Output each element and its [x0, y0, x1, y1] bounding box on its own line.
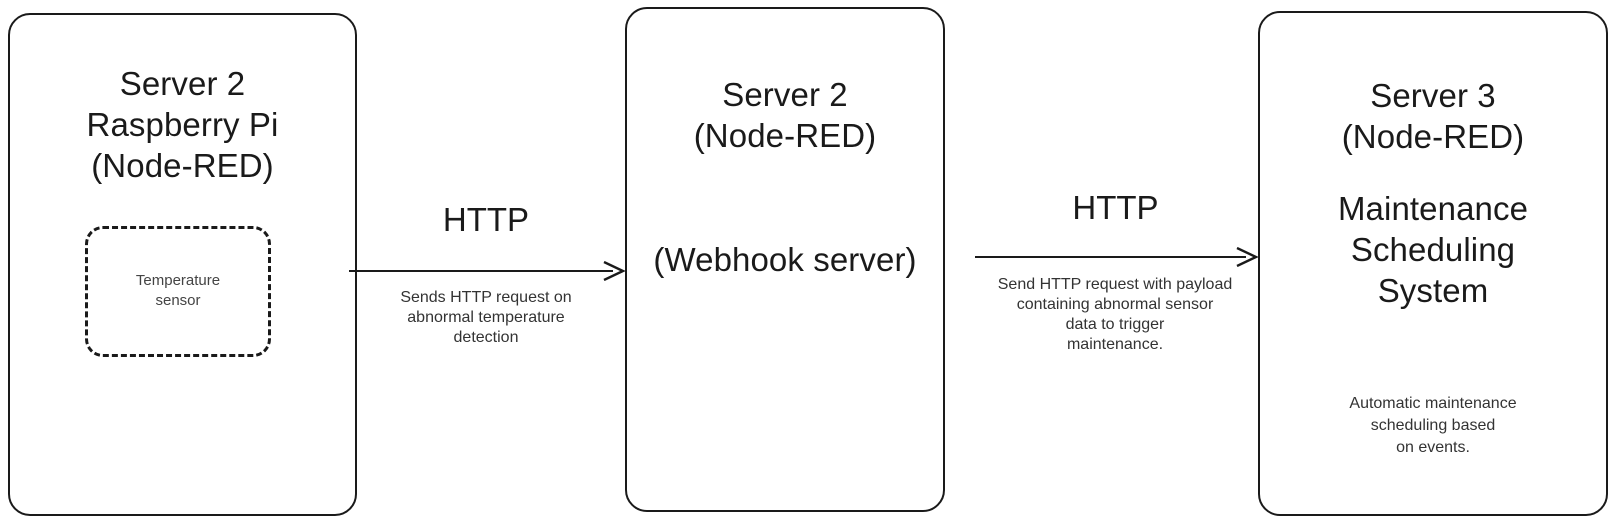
node-raspberry-pi-title: Server 2 Raspberry Pi (Node-RED) [86, 65, 279, 184]
edge-webhook-to-maintenance-protocol-label: HTTP [1072, 189, 1159, 226]
node-maintenance-system-note: Automatic maintenance scheduling based o… [1349, 395, 1517, 456]
node-maintenance-system-title: Server 3 (Node-RED) [1341, 77, 1525, 155]
edge-pi-to-webhook-line [349, 270, 613, 272]
node-webhook-server[interactable]: Server 2 (Node-RED) (Webhook server) [625, 7, 945, 512]
edge-pi-to-webhook-protocol-label: HTTP [442, 201, 530, 238]
node-webhook-server-role: (Webhook server) [653, 241, 917, 278]
edge-webhook-to-maintenance-line [975, 256, 1246, 258]
node-maintenance-system-role: Maintenance Scheduling System [1337, 190, 1529, 309]
edge-webhook-to-maintenance-description: Send HTTP request with payload containin… [997, 276, 1233, 353]
node-maintenance-system[interactable]: Server 3 (Node-RED) Maintenance Scheduli… [1258, 11, 1608, 516]
node-temperature-sensor-label: Temperature sensor [135, 272, 221, 309]
node-raspberry-pi[interactable]: Server 2 Raspberry Pi (Node-RED) Tempera… [8, 13, 357, 516]
node-webhook-server-title: Server 2 (Node-RED) [693, 76, 877, 154]
node-temperature-sensor[interactable]: Temperature sensor [85, 226, 271, 357]
edge-pi-to-webhook-description: Sends HTTP request on abnormal temperatu… [400, 289, 572, 346]
